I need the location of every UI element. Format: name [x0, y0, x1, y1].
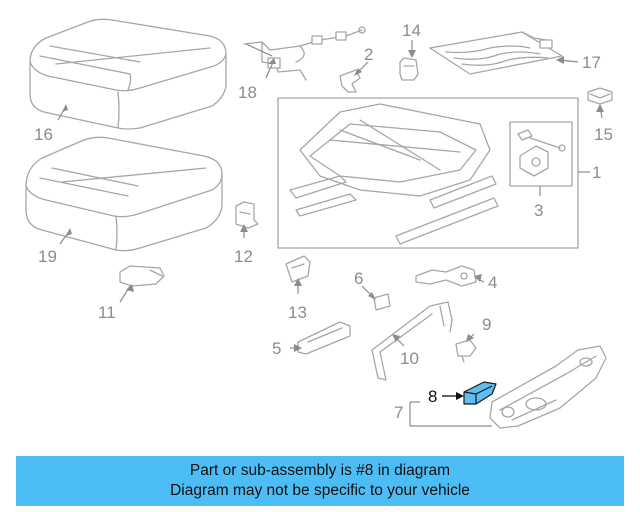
callout-18: 18	[238, 83, 257, 102]
callout-19: 19	[38, 247, 57, 266]
part-18-wire-harness	[243, 26, 366, 81]
callout-6: 6	[354, 269, 363, 288]
highlight-leader	[442, 392, 464, 400]
part-8-highlighted[interactable]	[463, 381, 497, 405]
info-banner: Part or sub-assembly is #8 in diagram Di…	[16, 456, 624, 506]
callout-5: 5	[272, 339, 281, 358]
callout-4: 4	[488, 273, 497, 292]
banner-line-2: Diagram may not be specific to your vehi…	[170, 482, 470, 499]
callout-10: 10	[400, 349, 419, 368]
callout-3: 3	[534, 201, 543, 220]
callout-13: 13	[288, 303, 307, 322]
callout-14: 14	[402, 21, 421, 40]
part-12-bracket	[235, 201, 259, 229]
leader-lines	[57, 40, 604, 427]
part-10-wire-loop	[371, 301, 453, 381]
part-14-bracket	[399, 57, 419, 81]
callout-2: 2	[364, 45, 373, 64]
part-19-seat-cushion	[25, 136, 223, 252]
part-17-heater-pad	[429, 31, 563, 75]
callout-9: 9	[482, 315, 491, 334]
part-4-link	[415, 265, 477, 287]
part-6-cap	[373, 293, 391, 311]
callout-8-highlighted: 8	[428, 387, 437, 406]
part-11-guide	[119, 265, 165, 287]
part-9-clip	[455, 339, 477, 363]
callout-16: 16	[34, 125, 53, 144]
callout-1: 1	[592, 163, 601, 182]
part-7-side-shield	[489, 345, 607, 429]
part-5-lever	[297, 321, 351, 355]
callout-11: 11	[98, 303, 116, 322]
part-16-seat-cushion	[29, 18, 227, 130]
parts-diagram: 16 19 18 2 14 17 15 1 3 12 11 13 6 4 5 9…	[25, 18, 613, 429]
callout-labels: 16 19 18 2 14 17 15 1 3 12 11 13 6 4 5 9…	[34, 21, 613, 422]
callout-15: 15	[594, 125, 613, 144]
callout-7: 7	[394, 403, 403, 422]
part-13-cover	[285, 255, 311, 283]
part-1-frame-box	[277, 97, 579, 249]
callout-12: 12	[234, 247, 253, 266]
part-15-cap	[587, 87, 613, 105]
banner-line-1: Part or sub-assembly is #8 in diagram	[189, 462, 451, 479]
callout-17: 17	[582, 53, 601, 72]
